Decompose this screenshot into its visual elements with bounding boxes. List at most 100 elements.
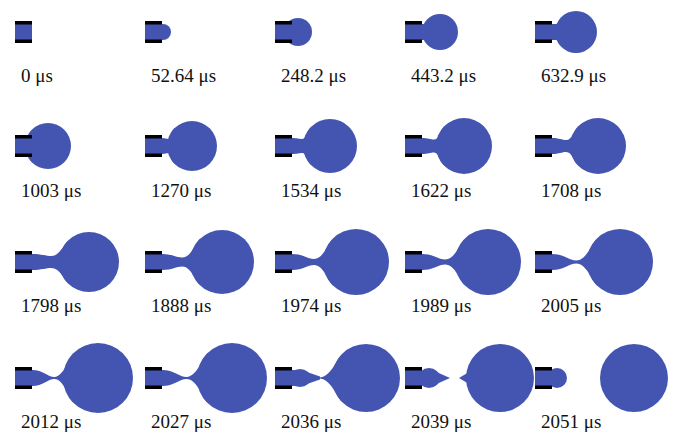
droplet bbox=[190, 230, 254, 294]
nozzle-wall bbox=[145, 135, 162, 139]
droplet bbox=[59, 232, 119, 292]
nozzle-fluid bbox=[275, 138, 292, 154]
droplet-frame bbox=[405, 344, 534, 412]
nozzle-wall bbox=[15, 386, 32, 390]
liquid-cone bbox=[432, 370, 450, 386]
time-label: 1270 μs bbox=[151, 180, 211, 202]
time-label: 2005 μs bbox=[541, 295, 601, 317]
nozzle-wall bbox=[275, 154, 292, 158]
droplet bbox=[155, 24, 171, 40]
nozzle-fluid bbox=[405, 24, 422, 40]
droplet-frame bbox=[275, 344, 400, 412]
droplet-frame bbox=[405, 118, 492, 174]
nozzle-wall bbox=[535, 270, 552, 274]
droplet bbox=[466, 344, 534, 412]
droplet bbox=[167, 121, 217, 171]
nozzle-wall bbox=[535, 40, 552, 44]
time-label: 1798 μs bbox=[21, 295, 81, 317]
nozzle-wall bbox=[405, 270, 422, 274]
time-label: 2027 μs bbox=[151, 411, 211, 433]
nozzle-fluid bbox=[405, 138, 422, 154]
nozzle-wall bbox=[145, 21, 162, 25]
nozzle-wall bbox=[145, 386, 162, 390]
nozzle-wall bbox=[15, 135, 32, 139]
time-label: 1003 μs bbox=[21, 180, 81, 202]
droplet-frame bbox=[15, 123, 71, 169]
time-label: 443.2 μs bbox=[411, 65, 476, 87]
time-label: 1622 μs bbox=[411, 180, 471, 202]
droplet bbox=[455, 229, 521, 295]
nozzle-wall bbox=[145, 40, 162, 44]
droplet bbox=[587, 229, 653, 295]
time-label: 1534 μs bbox=[281, 180, 341, 202]
time-label: 2051 μs bbox=[541, 411, 601, 433]
nozzle-wall bbox=[275, 40, 292, 44]
nozzle-wall bbox=[535, 154, 552, 158]
nozzle-bulb bbox=[547, 368, 567, 388]
droplet bbox=[570, 118, 626, 174]
nozzle-wall bbox=[405, 21, 422, 25]
nozzle-wall bbox=[275, 270, 292, 274]
nozzle-wall bbox=[275, 367, 292, 371]
droplet-frame bbox=[15, 21, 32, 43]
nozzle-wall bbox=[15, 154, 32, 158]
droplet-frame bbox=[405, 14, 458, 50]
droplet bbox=[197, 343, 267, 413]
nozzle-wall bbox=[145, 251, 162, 255]
nozzle-wall bbox=[275, 386, 292, 390]
nozzle-fluid bbox=[535, 138, 552, 154]
nozzle-wall bbox=[15, 367, 32, 371]
droplet-frame bbox=[145, 230, 254, 294]
time-label: 2036 μs bbox=[281, 411, 341, 433]
droplet-frame bbox=[275, 18, 312, 46]
time-label: 2012 μs bbox=[21, 411, 81, 433]
droplet-frame bbox=[535, 11, 597, 53]
nozzle-wall bbox=[15, 270, 32, 274]
time-label: 632.9 μs bbox=[541, 65, 606, 87]
nozzle-fluid bbox=[275, 254, 292, 270]
droplet bbox=[25, 123, 71, 169]
droplet bbox=[63, 343, 133, 413]
nozzle-fluid bbox=[535, 254, 552, 270]
time-label: 0 μs bbox=[21, 65, 53, 87]
droplet-frame bbox=[15, 343, 133, 413]
nozzle-wall bbox=[145, 367, 162, 371]
droplet-frame bbox=[535, 344, 668, 412]
droplet bbox=[303, 119, 357, 173]
droplet bbox=[422, 14, 458, 50]
nozzle-fluid bbox=[15, 24, 32, 40]
droplet-frame bbox=[275, 229, 389, 295]
nozzle-wall bbox=[535, 21, 552, 25]
nozzle-wall bbox=[405, 135, 422, 139]
time-label: 1974 μs bbox=[281, 295, 341, 317]
nozzle-wall bbox=[535, 135, 552, 139]
droplet-frame bbox=[15, 232, 119, 292]
droplet bbox=[436, 118, 492, 174]
nozzle-wall bbox=[15, 40, 32, 44]
droplet-frame bbox=[535, 229, 653, 295]
nozzle-fluid bbox=[15, 254, 32, 270]
nozzle-wall bbox=[15, 21, 32, 25]
droplet-frame bbox=[145, 21, 171, 43]
nozzle-wall bbox=[405, 40, 422, 44]
nozzle-fluid bbox=[15, 370, 32, 386]
nozzle-wall bbox=[275, 21, 292, 25]
droplet-frame bbox=[405, 229, 521, 295]
time-label: 248.2 μs bbox=[281, 65, 346, 87]
nozzle-wall bbox=[405, 367, 422, 371]
droplet bbox=[323, 229, 389, 295]
nozzle-wall bbox=[405, 251, 422, 255]
nozzle-fluid bbox=[145, 370, 162, 386]
droplet-frame bbox=[535, 118, 626, 174]
droplet bbox=[555, 11, 597, 53]
nozzle-wall bbox=[535, 367, 552, 371]
time-label: 52.64 μs bbox=[151, 65, 216, 87]
nozzle-wall bbox=[145, 270, 162, 274]
nozzle-wall bbox=[535, 251, 552, 255]
nozzle-fluid bbox=[405, 254, 422, 270]
droplet bbox=[600, 344, 668, 412]
nozzle-wall bbox=[405, 386, 422, 390]
nozzle-fluid bbox=[535, 24, 552, 40]
droplet-frame bbox=[145, 343, 267, 413]
droplet bbox=[332, 344, 400, 412]
